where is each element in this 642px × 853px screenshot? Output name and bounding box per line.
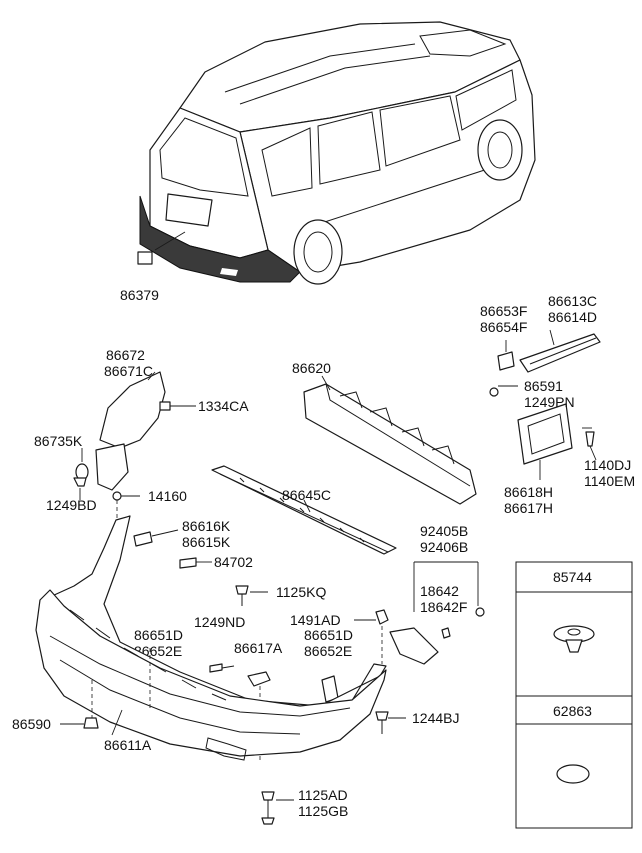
label-86651D-a: 86651D (134, 627, 183, 643)
label-84702: 84702 (214, 554, 253, 570)
label-18642: 18642 (420, 583, 459, 599)
label-86611A: 86611A (104, 737, 152, 753)
label-86620: 86620 (292, 360, 331, 376)
label-86591: 86591 (524, 378, 563, 394)
label-92406B: 92406B (420, 539, 468, 555)
label-92405B: 92405B (420, 523, 468, 539)
clip-85744-icon (553, 625, 595, 653)
vehicle-illustration (137, 21, 536, 285)
label-1125GB: 1125GB (298, 803, 348, 819)
label-14160: 14160 (148, 488, 187, 504)
label-86672: 86672 (106, 347, 145, 363)
label-1249BD: 1249BD (46, 497, 97, 513)
label-86617A: 86617A (234, 640, 283, 656)
label-86651D-b: 86651D (304, 627, 353, 643)
label-86645C: 86645C (282, 487, 331, 503)
label-1249PN: 1249PN (524, 394, 575, 410)
label-1140EM: 1140EM (584, 473, 635, 489)
side-bracket-group (73, 371, 196, 520)
label-86613C: 86613C (548, 293, 597, 309)
label-86735K: 86735K (34, 433, 83, 449)
label-1140DJ: 1140DJ (584, 457, 631, 473)
label-86671C: 86671C (104, 363, 153, 379)
label-86652E-b: 86652E (304, 643, 352, 659)
label-86653F: 86653F (480, 303, 527, 319)
label-1125AD: 1125AD (298, 787, 348, 803)
label-1334CA: 1334CA (198, 398, 249, 414)
bottom-bolts (60, 709, 406, 825)
upper-right-brackets (489, 329, 601, 480)
energy-absorber (303, 375, 477, 505)
step-plate (211, 465, 397, 555)
label-86615K: 86615K (182, 534, 231, 550)
legend-box (515, 561, 633, 829)
plug-62863-icon (556, 764, 590, 784)
rear-bumper-cover (35, 515, 387, 761)
right-side-parts (321, 561, 485, 703)
label-18642F: 18642F (420, 599, 467, 615)
label-86614D: 86614D (548, 309, 597, 325)
label-86616K: 86616K (182, 518, 231, 534)
legend-label-62863: 62863 (553, 703, 592, 719)
label-86617H: 86617H (504, 500, 553, 516)
label-1491AD: 1491AD (290, 612, 341, 628)
legend-label-85744: 85744 (553, 569, 592, 585)
label-86654F: 86654F (480, 319, 527, 335)
label-1249ND: 1249ND (194, 614, 245, 630)
label-86618H: 86618H (504, 484, 553, 500)
label-1125KQ: 1125KQ (276, 584, 326, 600)
label-1244BJ: 1244BJ (412, 710, 459, 726)
label-86590: 86590 (12, 716, 51, 732)
small-clips (133, 529, 212, 569)
label-86379: 86379 (120, 287, 159, 303)
